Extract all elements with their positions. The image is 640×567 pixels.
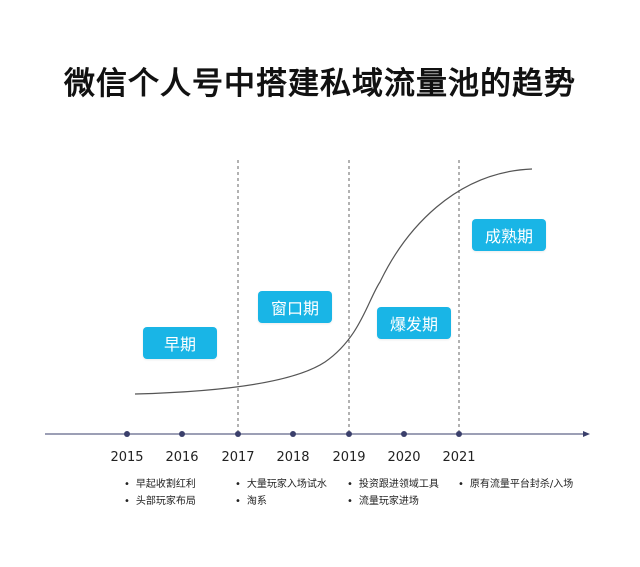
note-item: 早起收割红利 [124,476,196,493]
notes-early: 早起收割红利 头部玩家布局 [124,476,196,510]
year-label: 2018 [276,450,310,465]
note-item: 流量玩家进场 [347,493,439,510]
note-item: 头部玩家布局 [124,493,196,510]
phase-early: 早期 [143,327,217,359]
year-dot [346,431,352,437]
axis-arrow-icon [583,431,590,437]
notes-burst: 投资跟进领域工具 流量玩家进场 [347,476,439,510]
phase-mature: 成熟期 [472,219,546,251]
year-label: 2020 [387,450,421,465]
year-dot [235,431,241,437]
year-label: 2016 [165,450,199,465]
year-label: 2015 [110,450,144,465]
year-label: 2019 [332,450,366,465]
phase-burst: 爆发期 [377,307,451,339]
year-dot [290,431,296,437]
year-dot [124,431,130,437]
notes-window: 大量玩家入场试水 淘系 [235,476,327,510]
year-dot [401,431,407,437]
year-label: 2021 [442,450,476,465]
year-dot [456,431,462,437]
trend-curve [134,168,533,395]
note-item: 原有流量平台封杀/入场 [458,476,573,493]
phase-window: 窗口期 [258,291,332,323]
note-item: 淘系 [235,493,327,510]
year-label: 2017 [221,450,255,465]
note-item: 投资跟进领域工具 [347,476,439,493]
notes-mature: 原有流量平台封杀/入场 [458,476,573,493]
page-title: 微信个人号中搭建私域流量池的趋势 [64,66,576,102]
year-dot [179,431,185,437]
note-item: 大量玩家入场试水 [235,476,327,493]
